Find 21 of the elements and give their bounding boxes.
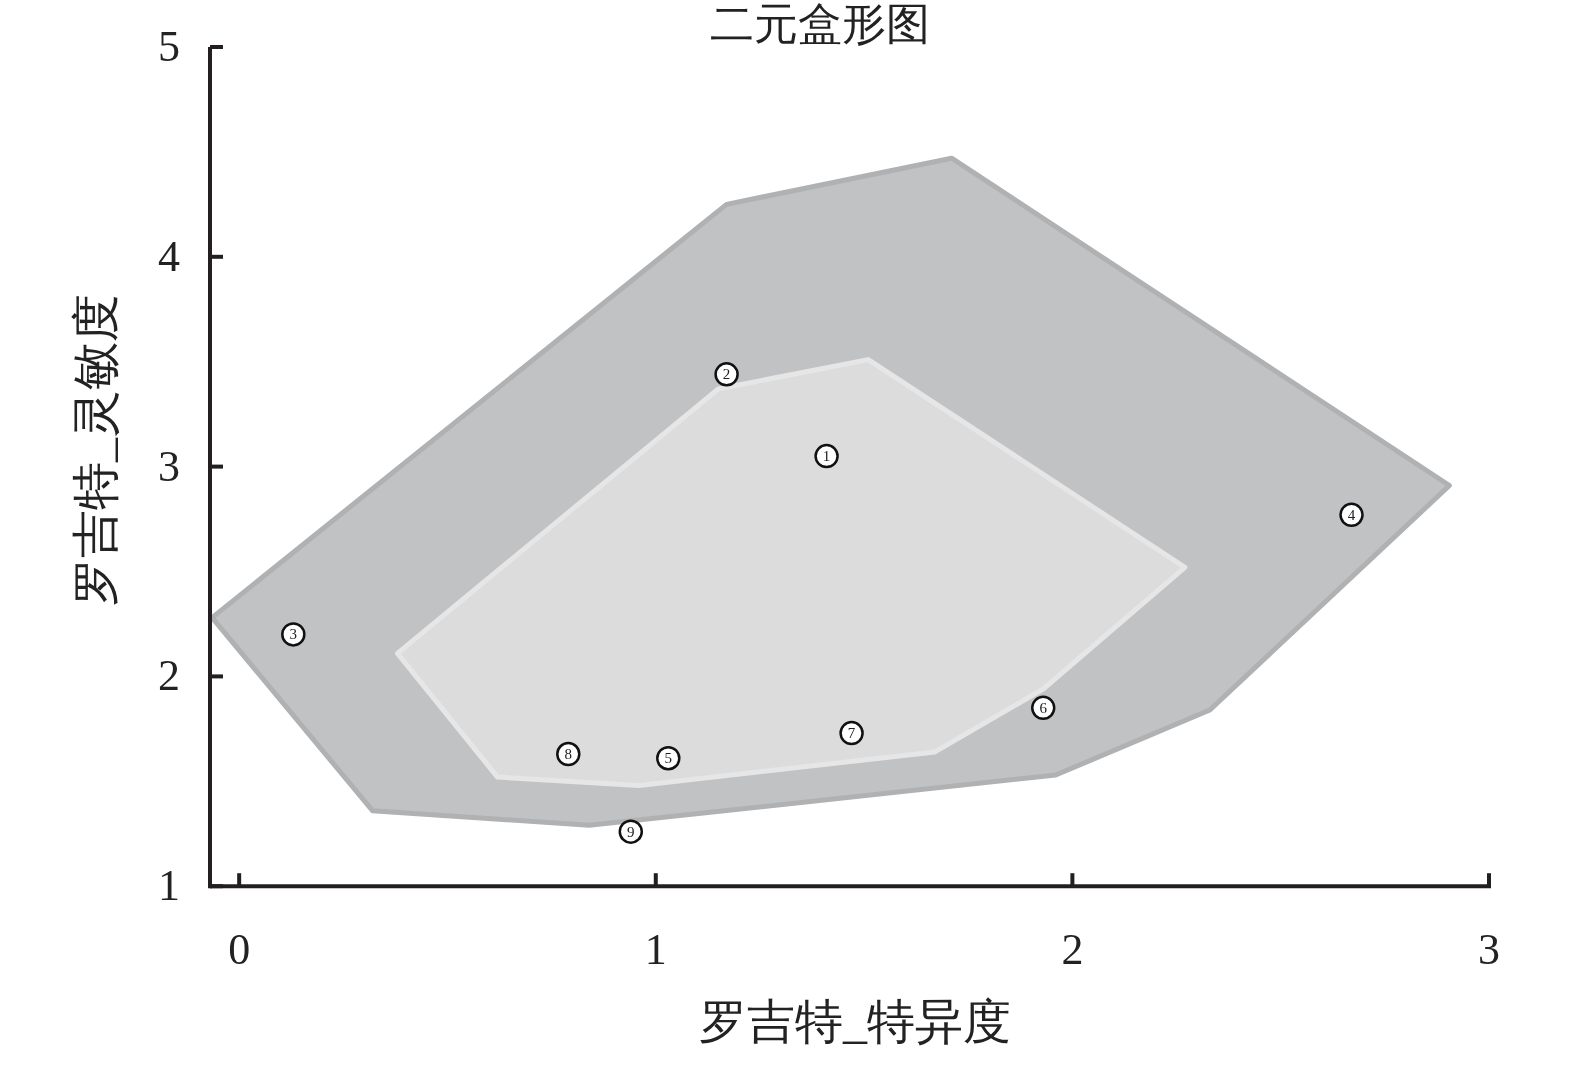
point-number: 4 [1347, 507, 1356, 523]
y-tick-label: 3 [158, 444, 180, 489]
point-number: 9 [627, 824, 635, 840]
x-tick-label: 3 [1478, 928, 1500, 973]
y-tick-label: 1 [158, 864, 180, 909]
point-number: 5 [664, 750, 672, 766]
point-number: 3 [289, 626, 298, 642]
y-tick-label: 4 [158, 234, 180, 279]
y-tick-label: 2 [158, 654, 180, 699]
x-tick-label: 0 [228, 928, 251, 973]
y-tick-label: 5 [158, 25, 180, 69]
x-axis-label: 罗吉特_特异度 [699, 998, 1011, 1046]
point-number: 7 [847, 725, 856, 741]
point-number: 1 [822, 448, 831, 464]
x-tick-label: 2 [1061, 928, 1084, 973]
point-number: 2 [722, 366, 731, 382]
y-axis-label: 罗吉特_灵敏度 [72, 294, 120, 606]
point-number: 6 [1039, 700, 1047, 716]
point-number: 8 [564, 746, 573, 762]
chart-title: 二元盒形图 [710, 3, 930, 47]
x-tick-label: 1 [644, 928, 667, 973]
